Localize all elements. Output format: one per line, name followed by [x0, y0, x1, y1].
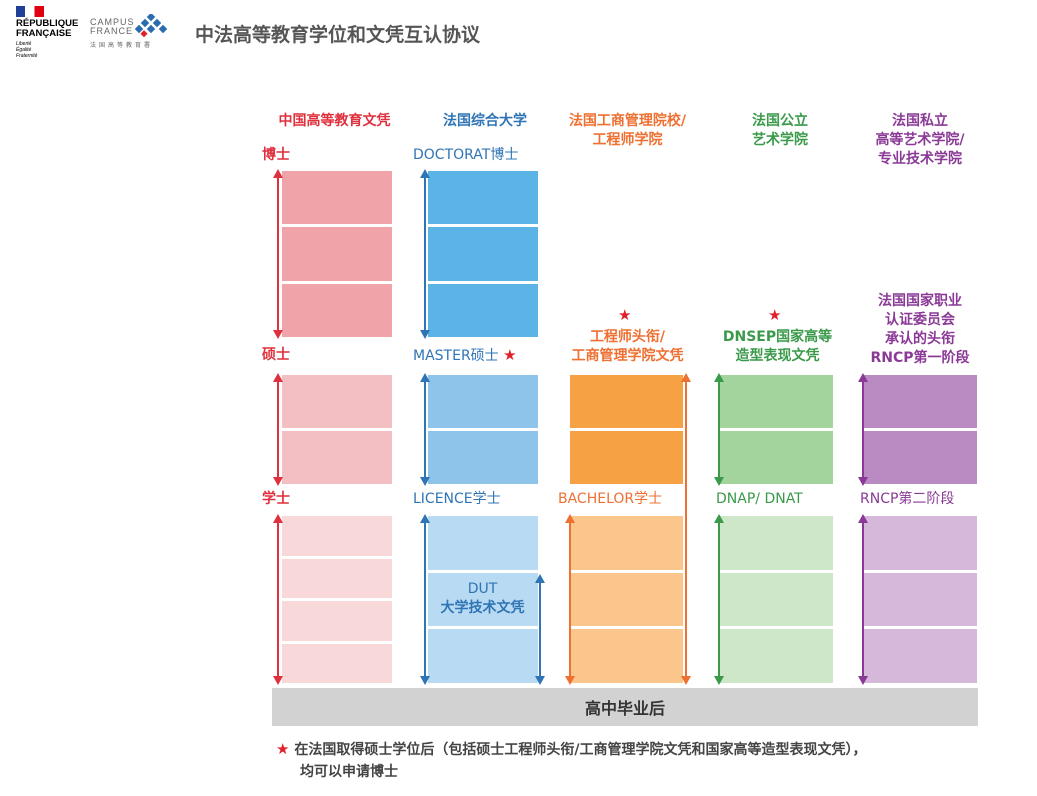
- double-arrow-icon: [535, 574, 545, 685]
- block-rncp1: [864, 375, 977, 428]
- label-licence: LICENCE学士: [413, 491, 501, 507]
- block-doctorat: [428, 227, 538, 281]
- block-licence: [428, 629, 538, 683]
- block-rncp2: [864, 572, 977, 627]
- block-bachelor-fr: [570, 516, 683, 570]
- label-dnsep: DNSEP国家高等造型表现文凭: [722, 329, 833, 364]
- block-master: [428, 431, 538, 484]
- label-master-cn: 硕士: [262, 347, 290, 363]
- block-master-cn: [282, 431, 392, 484]
- campus-france-diamond-icon: [134, 14, 168, 38]
- block-dnsep: [720, 431, 833, 484]
- block-master: [428, 375, 538, 428]
- flag-icon: [16, 6, 44, 17]
- block-bachelor-cn: [282, 601, 392, 641]
- star-icon: ★: [618, 306, 632, 324]
- double-arrow-icon: [858, 514, 868, 685]
- block-bachelor-cn: [282, 558, 392, 598]
- footnote: ★ 在法国取得硕士学位后（包括硕士工程师头衔/工商管理学院文凭和国家高等造型表现…: [276, 740, 867, 780]
- block-rncp1: [864, 431, 977, 484]
- block-engineer: [570, 431, 683, 484]
- label-doctorat: DOCTORAT博士: [413, 147, 519, 163]
- col-header-private-art: 法国私立高等艺术学院/专业技术学院: [875, 113, 965, 167]
- block-doctor-cn: [282, 171, 392, 225]
- col-header-university: 法国综合大学: [443, 113, 527, 129]
- double-arrow-icon: [420, 169, 430, 339]
- label-master: MASTER硕士 ★: [413, 346, 517, 364]
- block-licence: [428, 516, 538, 570]
- col-header-public-art: 法国公立艺术学院: [752, 113, 808, 148]
- block-licence: [428, 572, 538, 627]
- block-dnap: [720, 572, 833, 627]
- block-rncp2: [864, 629, 977, 683]
- double-arrow-icon: [681, 373, 691, 685]
- double-arrow-icon: [273, 169, 283, 339]
- double-arrow-icon: [420, 514, 430, 685]
- double-arrow-icon: [420, 373, 430, 486]
- double-arrow-icon: [273, 373, 283, 486]
- label-bachelor-fr: BACHELOR学士: [558, 491, 663, 507]
- double-arrow-icon: [565, 514, 575, 685]
- double-arrow-icon: [714, 514, 724, 685]
- star-icon: ★: [276, 740, 290, 758]
- block-dnsep: [720, 375, 833, 428]
- label-rncp2: RNCP第二阶段: [860, 491, 955, 507]
- star-icon: ★: [503, 346, 517, 364]
- col-header-business: 法国工商管理院校/工程师学院: [568, 113, 687, 148]
- label-engineer: 工程师头衔/工商管理学院文凭: [571, 329, 684, 364]
- block-rncp2: [864, 516, 977, 570]
- block-dnap: [720, 516, 833, 570]
- block-bachelor-cn: [282, 516, 392, 556]
- block-engineer: [570, 375, 683, 428]
- block-doctor-cn: [282, 227, 392, 281]
- base-bar: 高中毕业后: [272, 688, 978, 726]
- block-doctorat: [428, 171, 538, 225]
- double-arrow-icon: [714, 373, 724, 486]
- label-doctor-cn: 博士: [262, 147, 290, 163]
- col-header-china: 中国高等教育文凭: [278, 113, 391, 129]
- label-dnap: DNAP/ DNAT: [716, 491, 803, 507]
- label-bachelor-cn: 学士: [262, 491, 290, 507]
- page-title: 中法高等教育学位和文凭互认协议: [195, 24, 481, 46]
- block-bachelor-fr: [570, 572, 683, 627]
- star-icon: ★: [768, 306, 782, 324]
- block-bachelor-cn: [282, 643, 392, 683]
- double-arrow-icon: [273, 514, 283, 685]
- double-arrow-icon: [858, 373, 868, 486]
- block-dnap: [720, 629, 833, 683]
- block-bachelor-fr: [570, 629, 683, 683]
- block-doctorat: [428, 283, 538, 337]
- block-doctor-cn: [282, 283, 392, 337]
- base-label: 高中毕业后: [584, 699, 665, 718]
- block-master-cn: [282, 375, 392, 428]
